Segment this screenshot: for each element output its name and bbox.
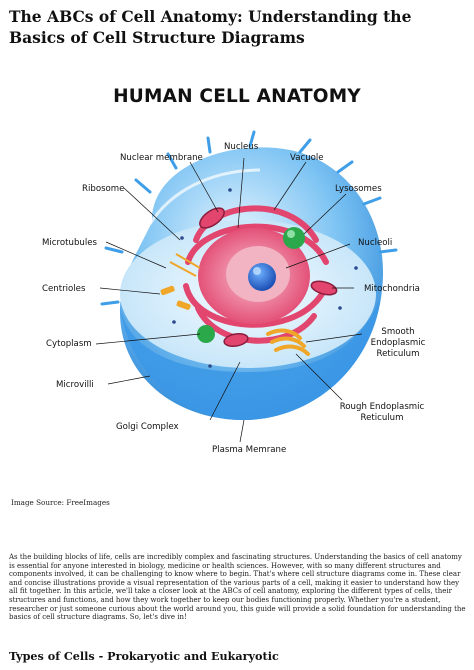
label-mitochondria: Mitochondria [364, 284, 420, 294]
figure-title: HUMAN CELL ANATOMY [113, 86, 361, 107]
article-title: The ABCs of Cell Anatomy: Understanding … [9, 7, 412, 47]
golgi-shape [266, 328, 310, 356]
label-nucleoli: Nucleoli [358, 238, 393, 248]
label-leader-lines [95, 157, 363, 443]
lysosome-shape [283, 227, 305, 249]
cell-illustration [95, 130, 398, 443]
label-microtubules: Microtubules [42, 238, 97, 248]
label-rough-er: Rough Endoplasmic Reticulum [330, 402, 434, 424]
label-microvilli: Microvilli [56, 380, 94, 390]
cytoplasm-dot-shape [197, 325, 215, 343]
section-heading: Types of Cells - Prokaryotic and Eukaryo… [9, 649, 279, 664]
label-smooth-er-line2: Endoplasmic [370, 338, 426, 348]
nucleus-shape [198, 228, 310, 324]
label-rough-er-line1: Rough Endoplasmic [339, 402, 425, 412]
label-nuclear-membrane: Nuclear membrane [120, 153, 203, 163]
label-smooth-er-line3: Reticulum [376, 349, 420, 359]
centriole-shapes [160, 285, 191, 310]
label-rough-er-line2: Reticulum [360, 413, 404, 423]
mitochondria-shapes [199, 207, 338, 348]
label-golgi-complex: Golgi Complex [116, 422, 179, 432]
intro-paragraph: As the building blocks of life, cells ar… [9, 553, 466, 622]
label-cytoplasm: Cytoplasm [46, 339, 92, 349]
ribosome-dots [172, 188, 358, 368]
rough-er-shape [183, 205, 329, 344]
label-nucleus: Nucleus [224, 142, 259, 152]
label-smooth-er: Smooth Endoplasmic Reticulum [362, 327, 434, 360]
cell-diagram-figure: HUMAN CELL ANATOMY Nucleus Nuclear membr… [0, 72, 474, 472]
label-lysosomes: Lysosomes [335, 184, 382, 194]
label-vacuole: Vacuole [290, 153, 324, 163]
image-source-caption: Image Source: FreeImages [11, 498, 110, 507]
label-centrioles: Centrioles [42, 284, 86, 294]
microvilli-shapes [100, 130, 398, 306]
label-plasma-membrane: Plasma Memrane [212, 445, 287, 455]
label-smooth-er-line1: Smooth [381, 327, 415, 337]
microtubule-shapes [169, 253, 201, 277]
label-ribosome: Ribosome [82, 184, 125, 194]
